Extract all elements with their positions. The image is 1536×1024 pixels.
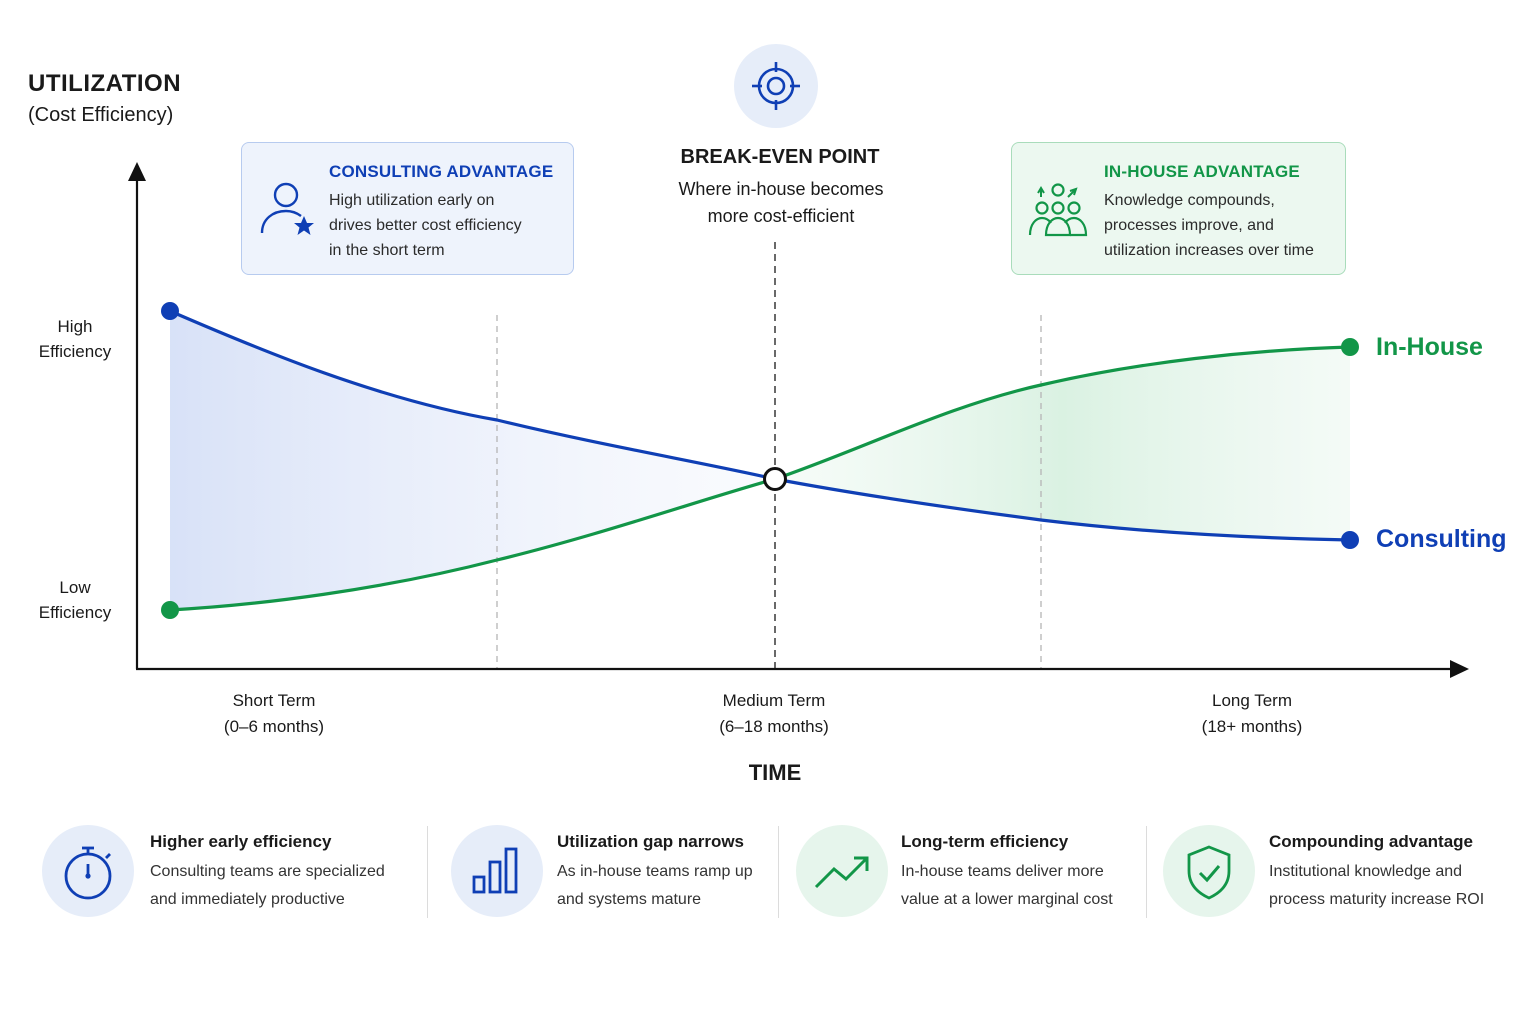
feature-divider [778, 826, 779, 918]
inhouse-end-point [1341, 338, 1359, 356]
feature-utilization-gap-narrows: Utilization gap narrows As in-house team… [557, 832, 753, 908]
inhouse-advantage-card: IN-HOUSE ADVANTAGE Knowledge compounds, … [1011, 142, 1346, 275]
x-label-long-term: Long Term (18+ months) [1201, 691, 1303, 736]
target-icon [734, 44, 818, 128]
feature-compounding-advantage: Compounding advantage Institutional know… [1269, 832, 1485, 908]
inhouse-advantage-title: IN-HOUSE ADVANTAGE [1104, 162, 1300, 181]
consulting-advantage-text: High utilization early on drives better … [329, 192, 522, 259]
x-axis-title: TIME [748, 760, 802, 785]
y-axis-subtitle: (Cost Efficiency) [28, 104, 174, 126]
break-even-marker [763, 467, 787, 491]
stopwatch-icon [42, 825, 134, 917]
consulting-advantage-area [170, 311, 775, 610]
user-star-icon [256, 179, 320, 248]
x-label-short-term: Short Term (0–6 months) [223, 691, 325, 736]
y-label-low: Low Efficiency [38, 578, 112, 622]
break-even-text: Where in-house becomes more cost-efficie… [678, 179, 884, 226]
consulting-end-point [1341, 531, 1359, 549]
consulting-advantage-card: CONSULTING ADVANTAGE High utilization ea… [241, 142, 574, 275]
consulting-advantage-title: CONSULTING ADVANTAGE [329, 162, 554, 181]
bar-chart-icon [451, 825, 543, 917]
inhouse-series-label: In-House [1376, 333, 1483, 361]
consulting-series-label: Consulting [1376, 525, 1507, 553]
trend-up-icon [796, 825, 888, 917]
inhouse-advantage-text: Knowledge compounds, processes improve, … [1104, 192, 1314, 259]
consulting-start-point [161, 302, 179, 320]
x-label-medium-term: Medium Term (6–18 months) [719, 691, 829, 736]
y-axis-arrow [128, 162, 146, 181]
inhouse-start-point [161, 601, 179, 619]
feature-higher-early-efficiency: Higher early efficiency Consulting teams… [150, 832, 385, 908]
team-growth-icon [1026, 179, 1090, 248]
y-axis-title: UTILIZATION [28, 70, 182, 97]
feature-long-term-efficiency: Long-term efficiency In-house teams deli… [901, 832, 1113, 908]
y-label-high: High Efficiency [38, 317, 112, 361]
x-axis-arrow [1450, 660, 1469, 678]
break-even-title: BREAK-EVEN POINT [680, 146, 880, 168]
feature-divider [1146, 826, 1147, 918]
feature-divider [427, 826, 428, 918]
shield-check-icon [1163, 825, 1255, 917]
inhouse-advantage-area [775, 347, 1350, 540]
